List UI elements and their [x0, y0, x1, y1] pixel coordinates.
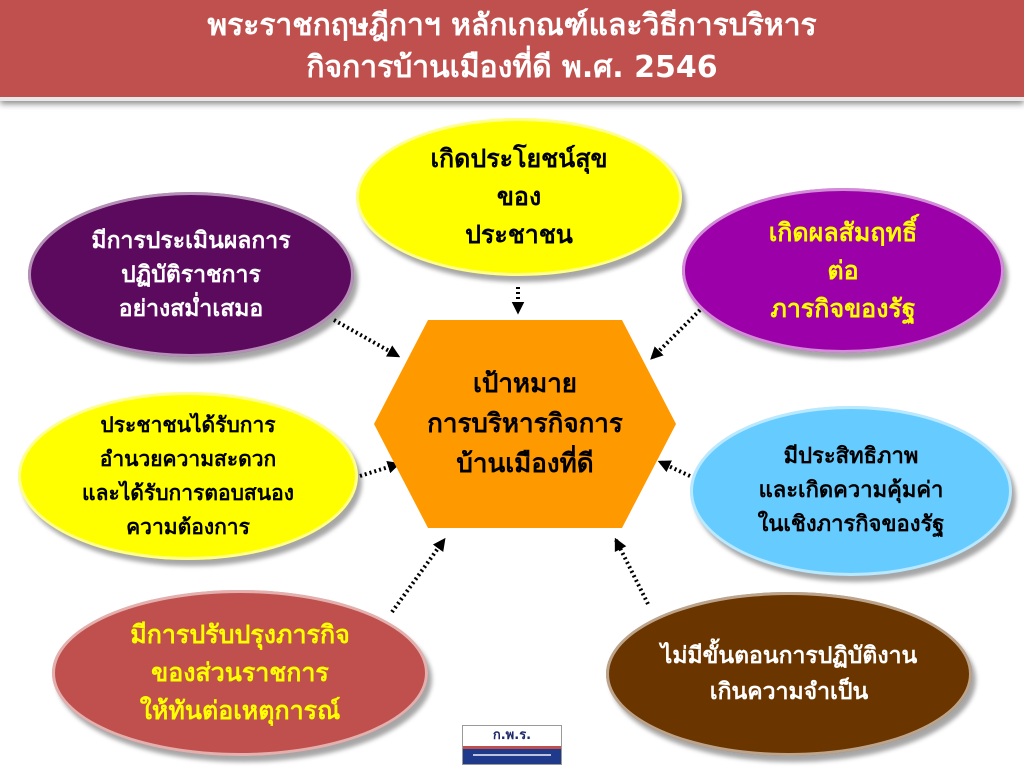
node-line: ของ: [496, 182, 542, 211]
goal-line: การบริหารกิจการ: [427, 409, 623, 439]
goal-line: บ้านเมืองที่ดี: [456, 449, 594, 479]
arrow-from-bottom-right: [614, 537, 650, 605]
opdc-logo: ก.พ.ร.: [462, 725, 562, 765]
node-line: และเกิดความคุ้มค่า: [758, 478, 944, 503]
node-line: และได้รับการตอบสนอง: [82, 481, 294, 505]
node-public-benefit: เกิดประโยชน์สุข ของ ประชาชน: [356, 118, 682, 276]
node-mission-improvement: มีการปรับปรุงภารกิจ ของส่วนราชการ ให้ทัน…: [52, 590, 428, 756]
node-no-excess-steps: ไม่มีขั้นตอนการปฏิบัติงาน เกินความจำเป็น: [606, 592, 972, 756]
node-achievement: เกิดผลสัมฤทธิ์ ต่อ ภารกิจของรัฐ: [682, 188, 1004, 353]
node-line: ประชาชน: [465, 220, 573, 249]
node-public-convenience: ประชาชนได้รับการ อำนวยความสะดวก และได้รั…: [18, 392, 358, 560]
node-line: ของส่วนราชการ: [151, 658, 329, 687]
title-banner: พระราชกฤษฎีกาฯ หลักเกณฑ์และวิธีการบริหาร…: [0, 0, 1024, 101]
node-line: ปฏิบัติราชการ: [121, 261, 261, 288]
logo-band: [463, 746, 561, 764]
node-line: มีการปรับปรุงภารกิจ: [130, 620, 350, 649]
logo-text: ก.พ.ร.: [492, 728, 532, 743]
node-line: ต่อ: [827, 255, 859, 285]
node-regular-evaluation: มีการประเมินผลการ ปฏิบัติราชการ อย่างสม่…: [28, 192, 354, 357]
node-line: อย่างสม่ำเสมอ: [118, 295, 264, 322]
node-line: เกินความจำเป็น: [709, 679, 869, 705]
node-efficiency: มีประสิทธิภาพ และเกิดความคุ้มค่า ในเชิงภ…: [690, 406, 1012, 576]
node-line: มีประสิทธิภาพ: [783, 444, 919, 469]
node-line: ความต้องการ: [126, 515, 250, 539]
node-line: ภารกิจของรัฐ: [770, 293, 916, 323]
goal-hexagon-label: เป้าหมาย การบริหารกิจการ บ้านเมืองที่ดี: [370, 316, 680, 532]
node-line: มีการประเมินผลการ: [91, 227, 291, 254]
node-line: อำนวยความสะดวก: [99, 447, 277, 471]
arrow-from-bottom-left: [390, 537, 446, 614]
page-title-line-1: พระราชกฤษฎีกาฯ หลักเกณฑ์และวิธีการบริหาร: [207, 8, 817, 43]
goal-hexagon-shape: [374, 320, 676, 528]
node-line: ให้ทันต่อเหตุการณ์: [139, 696, 341, 725]
node-line: เกิดประโยชน์สุข: [430, 144, 608, 173]
goal-hexagon: [374, 320, 676, 528]
node-line: เกิดผลสัมฤทธิ์: [768, 217, 918, 247]
node-line: ในเชิงภารกิจของรัฐ: [757, 512, 945, 537]
goal-line: เป้าหมาย: [472, 369, 578, 399]
page-title-line-2: กิจการบ้านเมืองที่ดี พ.ศ. 2546: [306, 50, 718, 85]
node-line: ประชาชนได้รับการ: [100, 413, 276, 437]
node-line: ไม่มีขั้นตอนการปฏิบัติงาน: [660, 643, 918, 669]
